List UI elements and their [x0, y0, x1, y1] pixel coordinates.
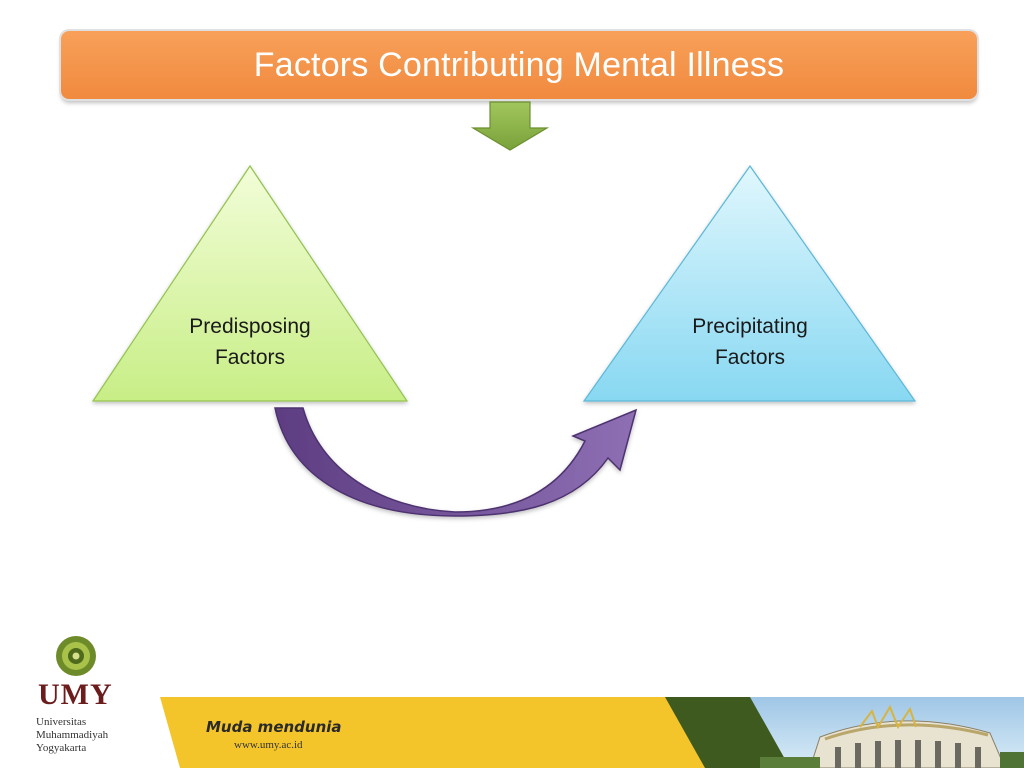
predisposing-triangle	[91, 164, 409, 402]
university-line-3: Yogyakarta	[36, 742, 87, 754]
title-banner: Factors Contributing Mental Illness	[61, 31, 977, 99]
precipitating-triangle	[582, 164, 917, 402]
slide-title: Factors Contributing Mental Illness	[253, 45, 785, 84]
down-arrow-icon	[470, 101, 550, 151]
university-line-2: Muhammadiyah	[36, 729, 109, 741]
university-name: Universitas Muhammadiyah Yogyakarta	[36, 716, 108, 755]
university-line-1: Universitas	[36, 716, 87, 728]
predisposing-label: Predisposing Factors	[150, 311, 350, 373]
predisposing-label-line2: Factors	[214, 346, 285, 369]
curved-arrow-icon	[274, 407, 638, 517]
predisposing-label-line1: Predisposing	[189, 315, 311, 338]
website-link[interactable]: www.umy.ac.id	[234, 739, 303, 751]
umy-logo-text: UMY	[38, 678, 113, 711]
precipitating-label: Precipitating Factors	[650, 311, 850, 373]
precipitating-label-line2: Factors	[714, 346, 785, 369]
umy-logo: UMY Universitas Muhammadiyah Yogyakarta	[30, 632, 150, 762]
umy-emblem-icon	[56, 636, 96, 676]
precipitating-label-line1: Precipitating	[692, 315, 808, 338]
footer-banner	[160, 697, 1024, 768]
slogan-text: Muda mendunia	[206, 718, 342, 736]
